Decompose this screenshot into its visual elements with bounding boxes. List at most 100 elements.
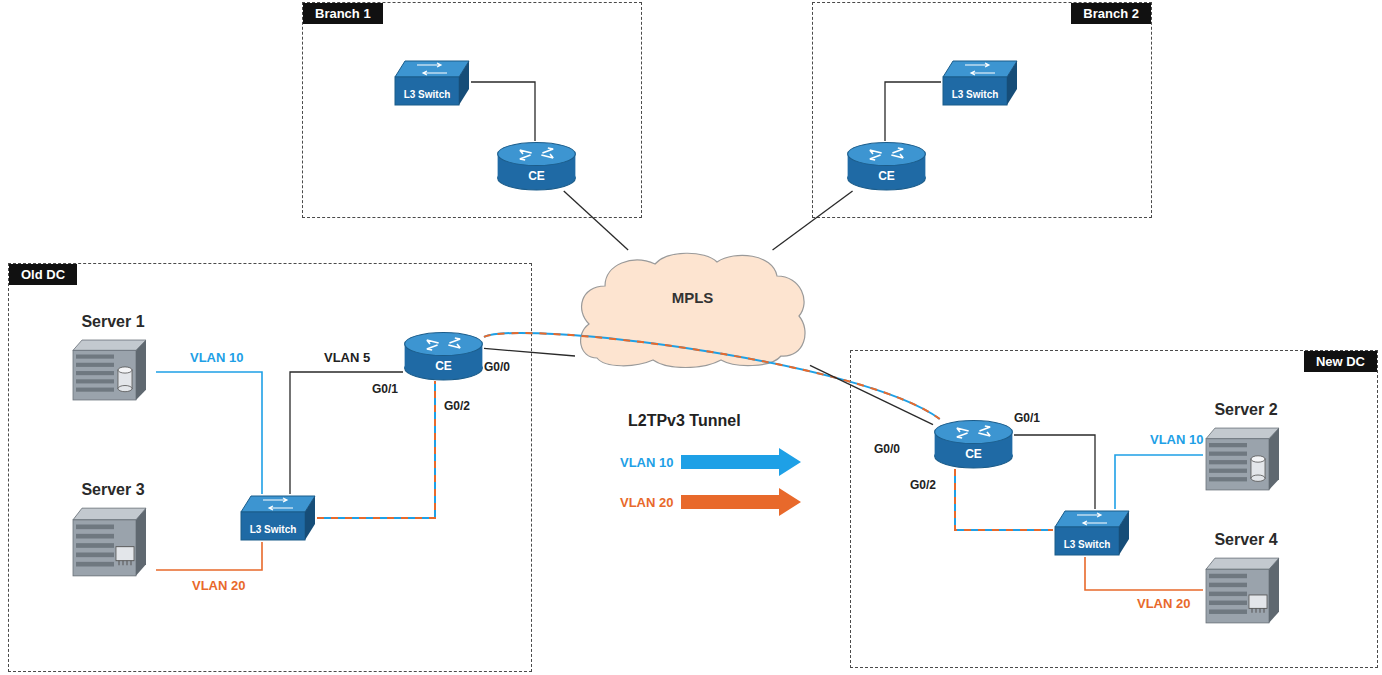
site-region: Branch 1L3 SwitchCE: [302, 2, 642, 218]
interface-label: G0/0: [484, 360, 510, 374]
icon-part: [241, 496, 315, 512]
icon-part: [76, 553, 114, 558]
server-icon: [72, 507, 147, 577]
site-region: Branch 2L3 SwitchCE: [812, 2, 1152, 218]
icon-part: [1269, 428, 1279, 490]
icon-part: [1209, 452, 1247, 456]
icon-part: [1249, 595, 1267, 608]
link-line: [1014, 435, 1095, 509]
trunk-line: [317, 381, 435, 518]
vlan-label: VLAN 20: [1135, 596, 1192, 611]
interface-label: G0/2: [910, 478, 936, 492]
icon-part: [417, 63, 447, 75]
switch-node: L3 Switch: [941, 59, 1019, 107]
router-icon: [933, 419, 1014, 469]
link-line: [156, 372, 262, 494]
icon-part: [118, 367, 132, 373]
icon-part: [76, 525, 114, 530]
icon-part: [1209, 601, 1247, 605]
connector: [1014, 435, 1095, 509]
icon-part: [459, 61, 469, 105]
server-name: Server 3: [70, 481, 156, 499]
icon-part: [305, 496, 315, 540]
connector: [955, 469, 1053, 530]
icon-part: [1251, 456, 1265, 462]
legend-item: VLAN 10: [620, 448, 801, 476]
connector: [156, 372, 262, 494]
trunk-line: [955, 469, 1053, 530]
icon-part: [1007, 61, 1017, 105]
connector: [564, 191, 628, 250]
server-icon: [1205, 557, 1280, 624]
router-icon: [496, 141, 577, 191]
icon-part: [1269, 558, 1279, 623]
icon-part: [1055, 511, 1129, 527]
legend-arrow-swatch: [681, 448, 801, 476]
interface-label: G0/1: [372, 382, 398, 396]
connector: [810, 365, 933, 424]
router-node: CE: [933, 419, 1014, 469]
switch-node: L3 Switch: [239, 494, 317, 542]
legend-arrow-swatch: [681, 488, 801, 516]
connector: [290, 372, 403, 494]
server-icon: [72, 339, 147, 401]
icon-part: [1209, 477, 1247, 481]
server-node: Server 3: [70, 481, 156, 579]
icon-part: [965, 63, 995, 75]
device-label: CE: [496, 169, 577, 183]
server-node: Server 4: [1203, 531, 1289, 626]
legend-text: VLAN 20: [620, 495, 673, 510]
icon-part: [395, 77, 459, 105]
icon-part: [395, 61, 469, 77]
connector: [885, 82, 941, 141]
device-label: CE: [403, 359, 484, 373]
icon-part: [76, 562, 114, 567]
icon-part: [1206, 439, 1269, 490]
vlan-label: VLAN 5: [322, 350, 372, 365]
server-node: Server 2: [1203, 401, 1289, 493]
icon-part: [73, 520, 136, 576]
icon-part: [1209, 443, 1247, 447]
cloud-label: MPLS: [672, 289, 714, 306]
icon-part: [76, 543, 114, 548]
icon-part: [1251, 475, 1265, 481]
icon-part: [1206, 558, 1279, 569]
icon-part: [1252, 608, 1264, 612]
trunk-line: [955, 469, 1053, 530]
router-node: CE: [846, 141, 927, 191]
legend-item: VLAN 20: [620, 488, 801, 516]
link-line: [156, 542, 262, 570]
icon-part: [520, 148, 553, 160]
icon-part: [1209, 574, 1247, 578]
server-name: Server 2: [1203, 401, 1289, 419]
device-label: CE: [846, 169, 927, 183]
device-label: L3 Switch: [943, 89, 1007, 100]
connector: [317, 381, 435, 518]
link-line: [885, 82, 941, 141]
icon-part: [498, 143, 576, 166]
icon-part: [1119, 511, 1129, 555]
icon-part: [405, 333, 483, 356]
link-line: [484, 348, 575, 356]
device-label: CE: [933, 447, 1014, 461]
connector: [484, 348, 575, 356]
server-node: Server 1: [70, 313, 156, 403]
icon-part: [1209, 460, 1247, 464]
site-region: Old DC Server 1 CE L3 Switch Server 3: [8, 263, 532, 672]
icon-part: [870, 148, 903, 160]
connector: [1085, 557, 1203, 590]
region-tab: Old DC: [9, 264, 77, 285]
icon-part: [136, 340, 146, 400]
icon-part: [1055, 527, 1119, 555]
icon-part: [1209, 592, 1247, 596]
device-label: L3 Switch: [1055, 539, 1119, 550]
server-name: Server 1: [70, 313, 156, 331]
icon-part: [1206, 569, 1269, 623]
icon-part: [848, 143, 926, 166]
link-line: [1115, 455, 1203, 509]
router-icon: [403, 331, 484, 381]
connector: [1115, 455, 1203, 509]
mpls-cloud: [575, 250, 810, 368]
vlan-label: VLAN 10: [188, 350, 245, 365]
